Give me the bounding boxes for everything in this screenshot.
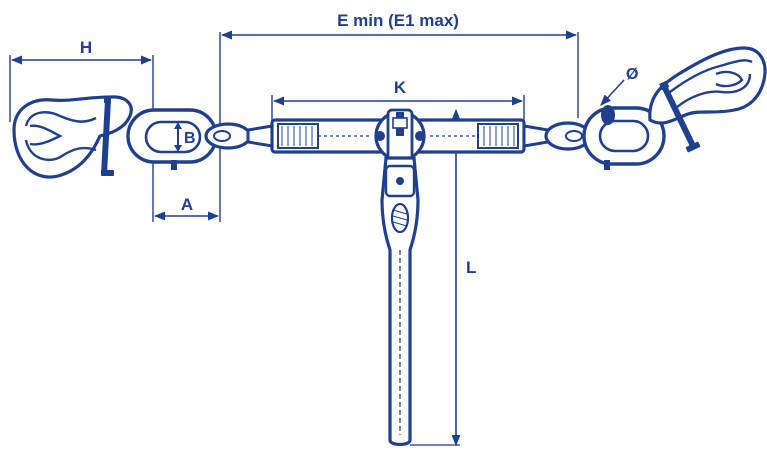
left-hook-body [12, 95, 133, 179]
dimension-e: E min (E1 max) [219, 11, 579, 222]
right-hook-inner-lower [675, 73, 752, 109]
right-link-cross-section [601, 105, 615, 125]
label-b: B [184, 130, 196, 147]
ratchet-handle [380, 156, 420, 447]
right-link-weld [604, 160, 610, 170]
left-latch-nut [101, 170, 114, 176]
dimension-h: H [9, 38, 154, 122]
right-hook-inner-upper [669, 59, 753, 93]
left-eye-hole [213, 130, 231, 142]
left-chain-link: B [126, 108, 218, 170]
barrel-right-thread [477, 123, 519, 149]
left-latch-pin [101, 99, 111, 175]
handle-spring [390, 202, 410, 234]
label-k: K [394, 78, 407, 97]
dimension-k: K [271, 78, 525, 122]
label-diameter: Ø [626, 66, 638, 83]
right-latch-nut [685, 141, 701, 153]
barrel-hatching-right [483, 126, 515, 146]
left-eye-end [204, 122, 274, 150]
dimension-a: A [152, 150, 220, 222]
right-grab-hook [648, 46, 767, 153]
right-hook-throat [715, 70, 744, 88]
right-eye-hole [565, 130, 583, 142]
ratchet-pin-left [375, 131, 385, 141]
left-link-b-arrow-bottom [174, 145, 182, 152]
barrel-hatching-left [281, 126, 313, 146]
diameter-leader [600, 79, 625, 106]
left-latch-head [104, 97, 111, 103]
right-latch-pin [661, 84, 697, 150]
right-eye-end [522, 121, 592, 151]
right-chain-link: Ø [582, 66, 666, 170]
right-latch-head [659, 80, 670, 91]
ratchet-pawl-cap [392, 117, 408, 129]
ratchet-pin-right [415, 131, 425, 141]
handle-latch-rivet [396, 177, 404, 185]
left-hook-throat [29, 124, 63, 146]
left-hook-inner-upper [24, 111, 97, 127]
label-l: L [466, 258, 476, 277]
left-link-b-arrow-top [174, 122, 182, 129]
left-link-inner [144, 120, 202, 154]
right-hook-body [648, 46, 767, 125]
left-link-weld [171, 160, 177, 170]
dimension-l: L [410, 108, 476, 447]
left-eye-neck [246, 124, 274, 148]
left-grab-hook [12, 95, 133, 179]
left-hook-inner-lower [24, 139, 97, 161]
label-e: E min (E1 max) [337, 11, 459, 30]
label-a: A [181, 195, 193, 214]
right-link-inner [598, 119, 650, 153]
label-h: H [80, 38, 92, 57]
ratchet-mechanism [374, 108, 426, 168]
